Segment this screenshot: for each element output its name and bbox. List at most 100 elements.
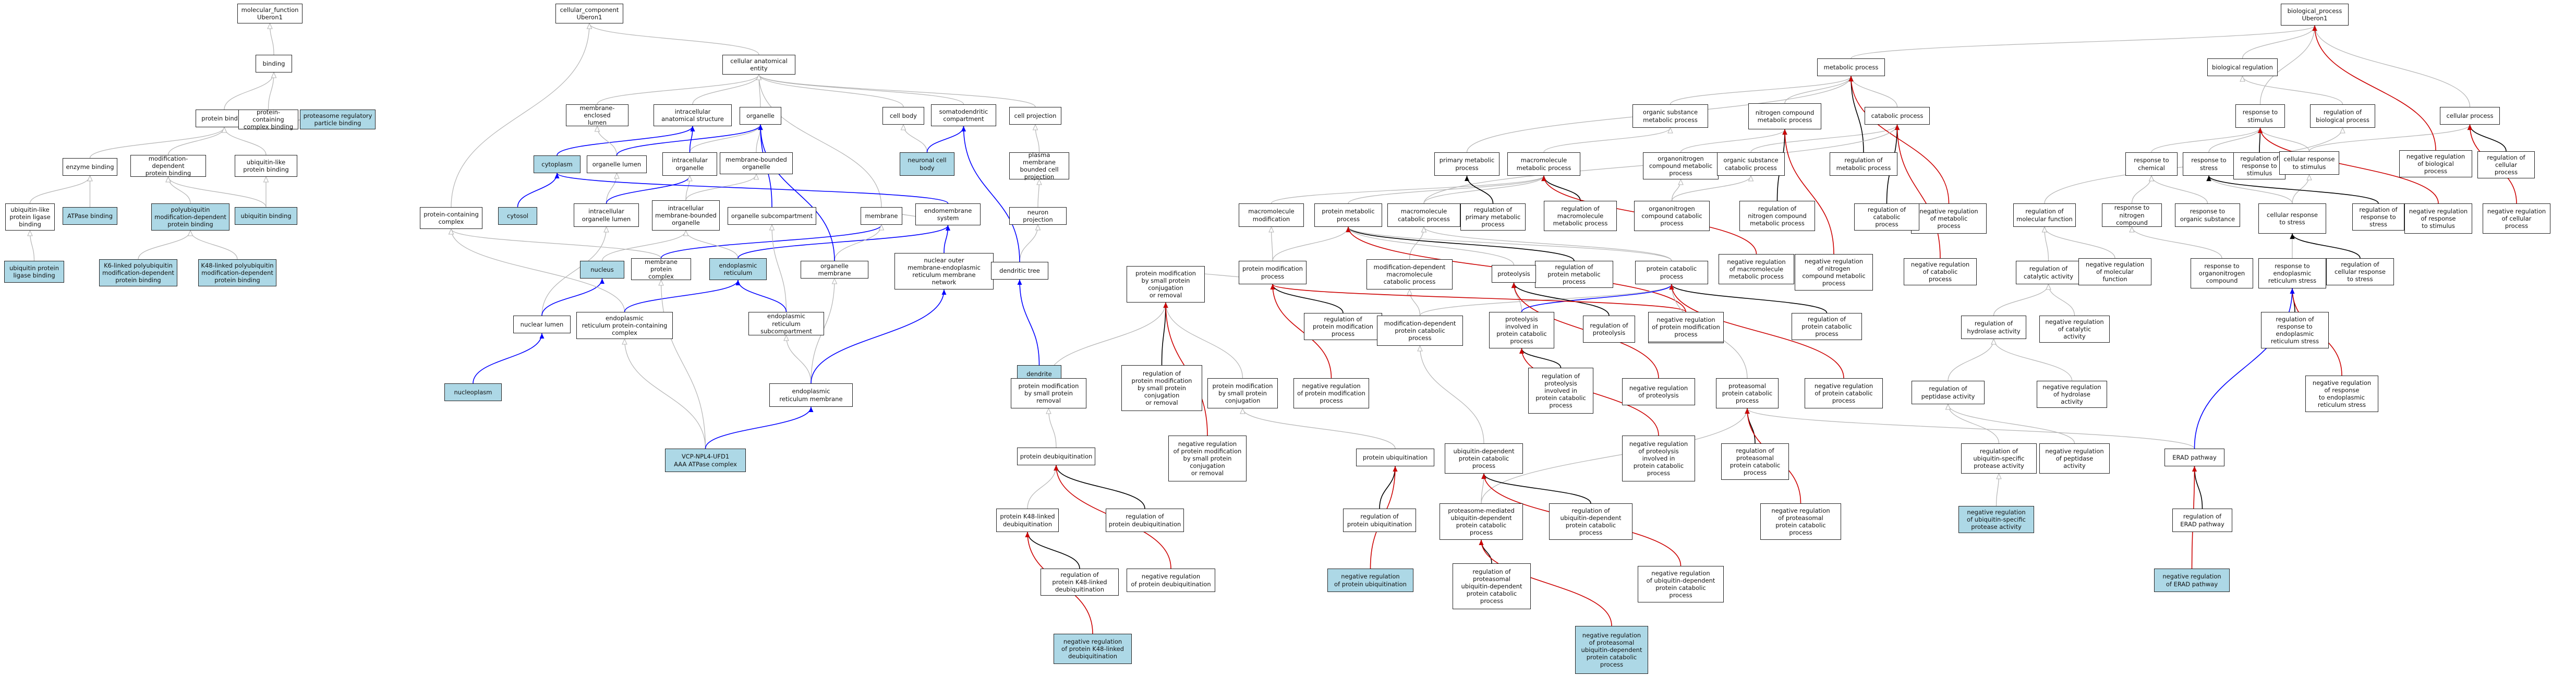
term-node[interactable]: macromolecule metabolic process <box>1507 152 1580 176</box>
term-node[interactable]: organelle lumen <box>587 155 647 173</box>
term-node[interactable]: protein modification by small protein re… <box>1011 378 1086 408</box>
term-node[interactable]: cellular anatomical entity <box>722 55 795 75</box>
term-node[interactable]: nuclear lumen <box>513 316 571 333</box>
term-node[interactable]: regulation of biological process <box>2310 104 2375 128</box>
term-node[interactable]: nitrogen compound metabolic process <box>1748 103 1821 129</box>
term-node[interactable]: endoplasmic reticulum <box>709 258 767 280</box>
term-node[interactable]: primary metabolic process <box>1434 152 1499 176</box>
term-node[interactable]: cell body <box>882 107 924 125</box>
term-node[interactable]: macromolecule modification <box>1239 203 1304 227</box>
term-node[interactable]: response to stress <box>2183 152 2235 176</box>
term-node[interactable]: protein ubiquitination <box>1356 449 1434 466</box>
term-node[interactable]: negative regulation of catabolic process <box>1904 258 1977 285</box>
term-node[interactable]: VCP-NPL4-UFD1 AAA ATPase complex <box>665 449 746 472</box>
term-node[interactable]: regulation of response to stress <box>2352 203 2404 231</box>
term-node[interactable]: negative regulation of protein modificat… <box>1168 436 1247 481</box>
term-node[interactable]: endomembrane system <box>915 203 981 225</box>
term-node[interactable]: regulation of protein modification proce… <box>1304 313 1382 340</box>
term-node[interactable]: regulation of ERAD pathway <box>2172 509 2232 532</box>
term-node[interactable]: regulation of protein catabolic process <box>1792 313 1862 340</box>
term-node[interactable]: regulation of proteasomal protein catabo… <box>1721 443 1789 480</box>
term-node[interactable]: cytoplasm <box>534 155 580 173</box>
term-node[interactable]: negative regulation of response to endop… <box>2305 376 2378 412</box>
term-node[interactable]: organonitrogen compound catabolic proces… <box>1634 201 1710 231</box>
term-node[interactable]: cellular response to stimulus <box>2279 151 2339 175</box>
term-node[interactable]: organelle <box>740 107 781 125</box>
term-node[interactable]: negative regulation of ubiquitin-specifi… <box>1958 506 2034 533</box>
term-node[interactable]: proteasome regulatory particle binding <box>300 110 376 129</box>
term-node[interactable]: membrane protein complex <box>631 258 691 280</box>
term-node[interactable]: regulation of catalytic activity <box>2016 261 2081 284</box>
term-node[interactable]: dendritic tree <box>991 262 1048 280</box>
term-node[interactable]: protein metabolic process <box>1314 203 1382 227</box>
term-node[interactable]: modification-dependent protein binding <box>130 155 206 177</box>
term-node[interactable]: negative regulation of protein K48-linke… <box>1054 634 1132 664</box>
term-node[interactable]: modification-dependent protein catabolic… <box>1377 316 1463 346</box>
term-node[interactable]: response to nitrogen compound <box>2102 203 2162 227</box>
term-node[interactable]: negative regulation of proteolysis <box>1622 378 1695 405</box>
term-node[interactable]: negative regulation of ERAD pathway <box>2154 569 2230 592</box>
term-node[interactable]: regulation of ubiquitin-specific proteas… <box>1961 443 2037 474</box>
term-node[interactable]: protein modification process <box>1239 261 1307 284</box>
term-node[interactable]: regulation of nitrogen compound metaboli… <box>1739 201 1815 231</box>
term-node[interactable]: proteolysis involved in protein cataboli… <box>1489 312 1554 348</box>
term-node[interactable]: regulation of protein metabolic process <box>1535 261 1613 288</box>
term-node[interactable]: nucleus <box>580 261 624 279</box>
term-node[interactable]: protein catabolic process <box>1635 261 1708 284</box>
term-node[interactable]: membrane-bounded organelle <box>720 152 793 174</box>
term-node[interactable]: regulation of proteolysis involved in pr… <box>1528 368 1593 414</box>
term-node[interactable]: organic substance metabolic process <box>1632 104 1708 128</box>
term-node[interactable]: negative regulation of catalytic activit… <box>2039 316 2110 343</box>
term-node[interactable]: cellular_component Uberon1 <box>555 4 623 23</box>
term-node[interactable]: nuclear outer membrane-endoplasmic retic… <box>894 253 994 289</box>
term-node[interactable]: cell projection <box>1009 107 1061 125</box>
term-node[interactable]: negative regulation of proteolysis invol… <box>1622 436 1695 481</box>
term-node[interactable]: organic substance catabolic process <box>1717 152 1785 176</box>
term-node[interactable]: negative regulation of biological proces… <box>2399 150 2472 177</box>
term-node[interactable]: protein-containing complex binding <box>238 108 298 130</box>
term-node[interactable]: cellular process <box>2440 107 2500 125</box>
term-node[interactable]: metabolic process <box>1817 58 1885 76</box>
term-node[interactable]: nucleoplasm <box>444 383 502 401</box>
term-node[interactable]: regulation of peptidase activity <box>1912 381 1985 404</box>
term-node[interactable]: ERAD pathway <box>2164 449 2224 466</box>
term-node[interactable]: negative regulation of protein ubiquitin… <box>1327 569 1413 592</box>
term-node[interactable]: endoplasmic reticulum protein-containing… <box>576 312 673 339</box>
term-node[interactable]: negative regulation of nitrogen compound… <box>1795 254 1873 291</box>
term-node[interactable]: organelle membrane <box>801 261 868 279</box>
term-node[interactable]: regulation of molecular function <box>2013 203 2076 227</box>
term-node[interactable]: ubiquitin-like protein binding <box>235 155 297 177</box>
term-node[interactable]: regulation of protein K48-linked deubiqu… <box>1041 569 1119 596</box>
term-node[interactable]: negative regulation of macromolecule met… <box>1719 254 1794 284</box>
term-node[interactable]: intracellular organelle lumen <box>574 203 639 227</box>
term-node[interactable]: macromolecule catabolic process <box>1387 203 1460 227</box>
term-node[interactable]: plasma membrane bounded cell projection <box>1009 151 1069 180</box>
term-node[interactable]: intracellular organelle <box>662 152 717 176</box>
term-node[interactable]: proteasome-mediated ubiquitin-dependent … <box>1440 503 1523 540</box>
term-node[interactable]: negative regulation of protein catabolic… <box>1805 378 1883 408</box>
term-node[interactable]: regulation of protein ubiquitination <box>1343 509 1416 532</box>
term-node[interactable]: response to endoplasmic reticulum stress <box>2258 258 2326 288</box>
term-node[interactable]: negative regulation of protein modificat… <box>1293 378 1369 408</box>
term-node[interactable]: regulation of cellular response to stres… <box>2326 258 2394 285</box>
term-node[interactable]: protein modification by small protein co… <box>1127 266 1205 303</box>
term-node[interactable]: regulation of proteasomal ubiquitin-depe… <box>1453 563 1531 609</box>
term-node[interactable]: regulation of response to stimulus <box>2233 152 2285 179</box>
term-node[interactable]: proteasomal protein catabolic process <box>1716 378 1779 408</box>
term-node[interactable]: modification-dependent macromolecule cat… <box>1366 259 1453 289</box>
term-node[interactable]: cytosol <box>498 207 537 225</box>
term-node[interactable]: endoplasmic reticulum membrane <box>769 383 853 407</box>
term-node[interactable]: membrane <box>861 207 902 225</box>
term-node[interactable]: ubiquitin protein ligase binding <box>4 261 64 283</box>
term-node[interactable]: biological_process Uberon1 <box>2281 4 2349 26</box>
term-node[interactable]: negative regulation of peptidase activit… <box>2039 443 2110 474</box>
term-node[interactable]: negative regulation of proteasomal prote… <box>1760 503 1841 540</box>
term-node[interactable]: enzyme binding <box>63 158 117 176</box>
term-node[interactable]: K48-linked polyubiquitin modification-de… <box>198 259 276 286</box>
term-node[interactable]: endoplasmic reticulum subcompartment <box>748 312 824 335</box>
term-node[interactable]: organelle subcompartment <box>728 207 816 225</box>
term-node[interactable]: response to chemical <box>2125 152 2178 176</box>
term-node[interactable]: regulation of proteolysis <box>1583 316 1635 343</box>
term-node[interactable]: intracellular anatomical structure <box>654 104 732 126</box>
term-node[interactable]: neuron projection <box>1009 207 1067 225</box>
